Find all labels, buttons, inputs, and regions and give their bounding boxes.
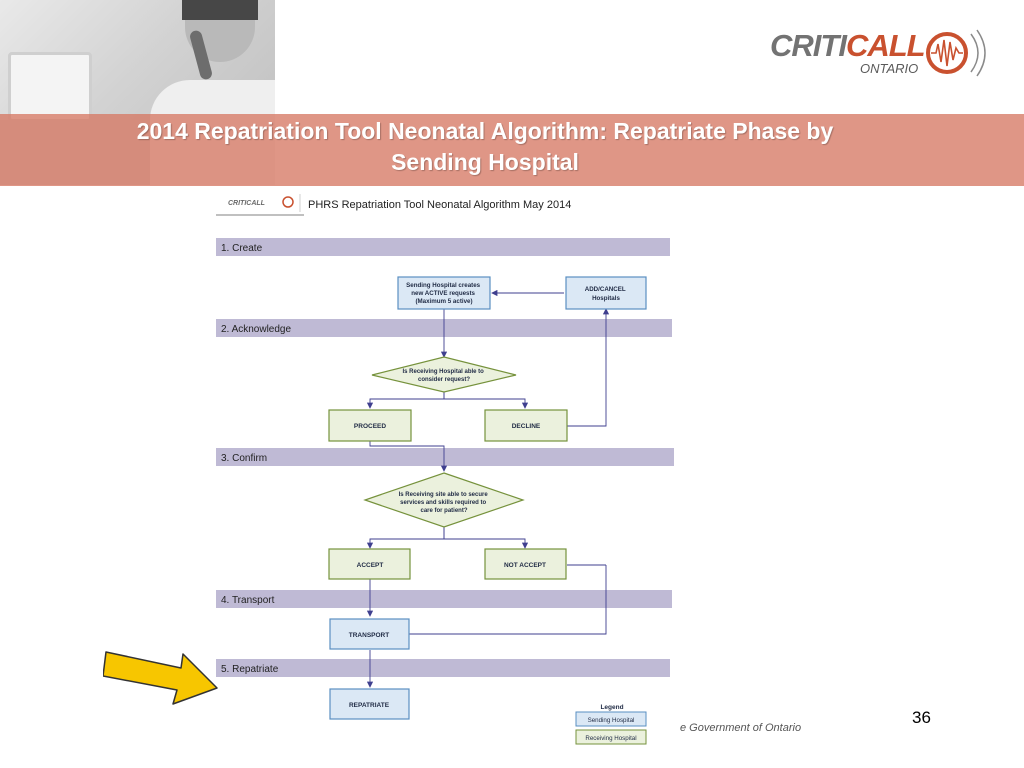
heartbeat-circle-icon [926,29,986,77]
slide-title-line-1: 2014 Repatriation Tool Neonatal Algorith… [136,118,834,144]
logo-wordmark: CRITICALL [770,28,926,64]
phase-bar-confirm [216,448,674,466]
transport-box [329,618,410,650]
mini-logo-icon [282,196,294,208]
phase-bar-repatriate [216,659,670,677]
hair-shape [182,0,258,20]
page-number: 36 [912,708,931,727]
legend-receiving-label: Receiving Hospital [585,735,636,742]
legend-title: Legend [600,704,623,711]
footer-text: e Government of Ontario [680,722,802,734]
decision-1-line-1: Is Receiving Hospital able to [402,369,484,375]
create-box-line-2: new ACTIVE requests [411,290,475,297]
algorithm-diagram: CRITICALL PHRS Repatriation Tool Neonata… [216,194,674,745]
phase-bar-transport [216,590,672,608]
not-accept-label: NOT ACCEPT [504,562,546,569]
phase-label-transport: 4. Transport [221,595,275,606]
decision-consider-request [371,356,517,393]
legend-receiving-swatch [575,729,647,745]
legend-sending-swatch [575,711,647,727]
proceed-label: PROCEED [354,423,386,430]
add-cancel-box [565,276,647,310]
proceed-box [328,409,412,442]
logo-subtext: ONTARIO [860,61,919,76]
connectors [366,289,610,688]
criticall-logo: CRITICALL ONTARIO [770,28,995,83]
svg-text:Is Receiving Hospital able to: Is Receiving Hospital able to consider r… [402,369,485,383]
decline-box [484,409,568,442]
decline-label: DECLINE [512,423,541,430]
create-box-line-1: Sending Hospital creates [406,282,480,289]
svg-text:Is Receiving site able to secu: Is Receiving site able to secure service… [399,492,490,514]
accept-label: ACCEPT [357,562,384,569]
legend-sending-label: Sending Hospital [588,717,635,724]
accept-box [328,548,411,580]
diagram-header-title: PHRS Repatriation Tool Neonatal Algorith… [308,199,571,211]
logo-main-text: CRITI [770,28,847,63]
add-cancel-line-2: Hospitals [592,295,620,302]
transport-label: TRANSPORT [349,632,389,639]
decision-2-line-3: care for patient? [420,508,467,514]
decision-1-line-2: consider request? [418,377,470,383]
repatriate-label: REPATRIATE [349,702,390,709]
logo-accent-text: CALL [845,28,926,63]
decision-secure-services [363,472,525,528]
mini-logo: CRITICALL [228,200,265,207]
add-cancel-line-1: ADD/CANCEL [585,286,626,293]
phase-label-repatriate: 5. Repatriate [221,664,279,675]
slide-title: 2014 Repatriation Tool Neonatal Algorith… [0,116,970,178]
create-box-line-3: (Maximum 5 active) [415,298,472,305]
decision-2-line-2: services and skills required to [400,500,486,506]
phase-bar-create [216,238,670,256]
repatriate-box [329,688,410,720]
svg-text:Sending Hospital creates n: Sending Hospital creates new ACTIVE requ… [406,282,482,305]
highlight-arrow-icon [103,651,218,705]
phase-label-confirm: 3. Confirm [221,453,267,464]
svg-text:ADD/CANCEL Hospitals: ADD/CANCEL Hospitals [585,286,628,302]
create-request-box [397,276,491,310]
not-accept-box [484,548,567,580]
monitor-shape [8,52,92,122]
slide-title-line-2: Sending Hospital [391,149,579,175]
decision-2-line-1: Is Receiving site able to secure [399,492,489,498]
phase-label-create: 1. Create [221,243,263,254]
phase-label-acknowledge: 2. Acknowledge [221,324,291,335]
title-banner [0,114,1024,186]
